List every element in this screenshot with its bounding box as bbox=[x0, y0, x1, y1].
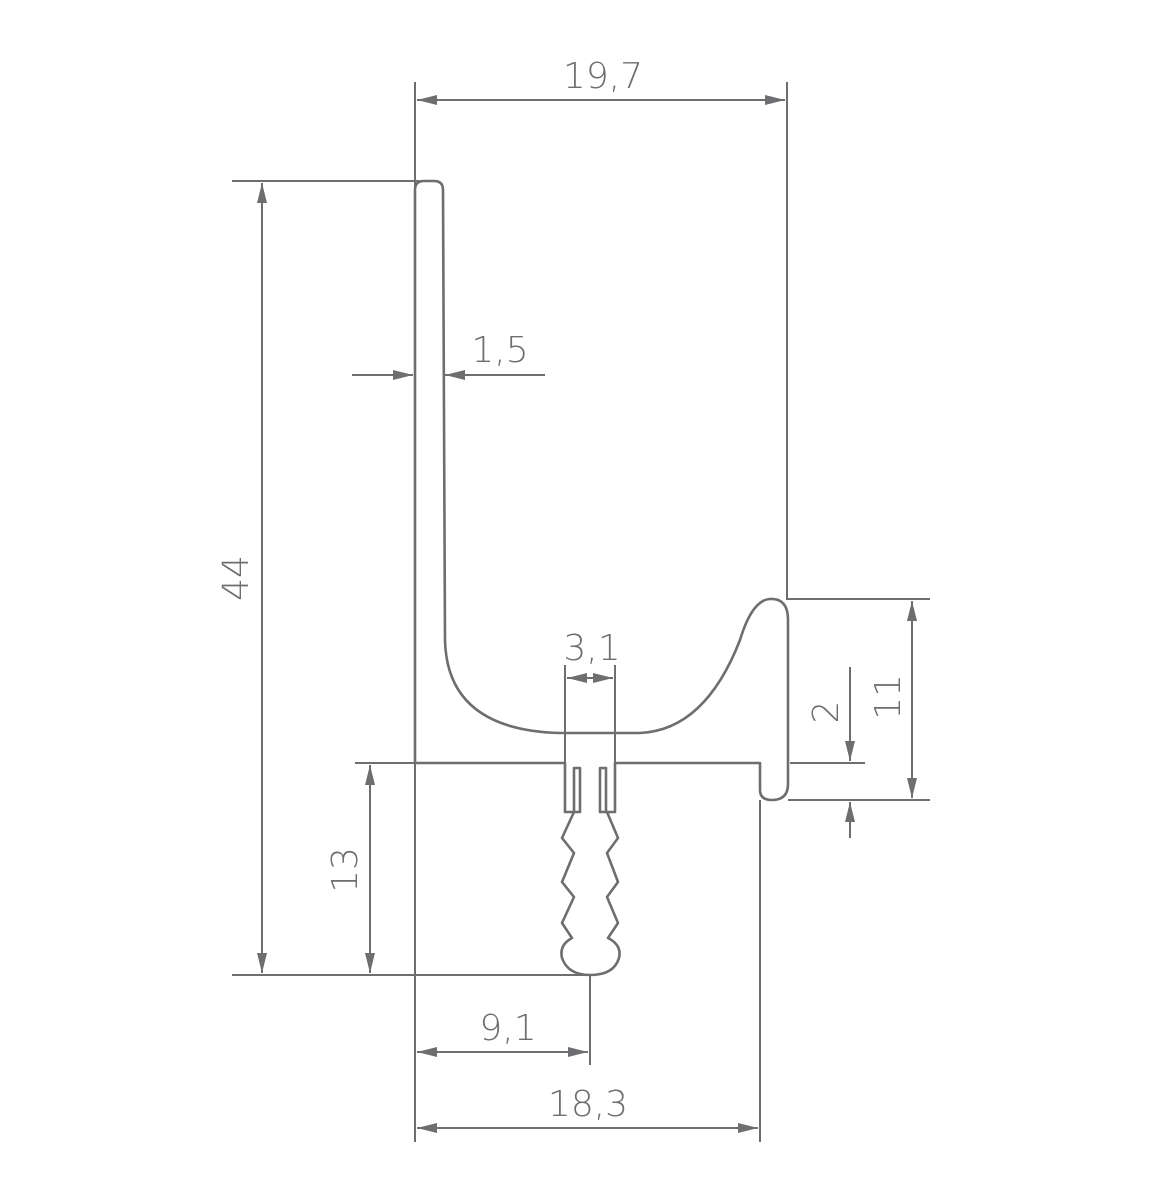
dim-total-width: 19,7 bbox=[563, 56, 643, 97]
dim-base-width: 18,3 bbox=[548, 1084, 628, 1125]
profile-outline bbox=[413, 179, 790, 977]
dim-lip-height: 11 bbox=[868, 674, 909, 720]
dim-tab-height: 13 bbox=[325, 847, 366, 893]
dim-lip-gap: 2 bbox=[806, 701, 847, 724]
dim-total-height: 44 bbox=[216, 555, 257, 601]
dim-tab-width: 3,1 bbox=[563, 628, 620, 669]
dim-wall-thickness: 1,5 bbox=[471, 330, 528, 371]
dim-tab-offset: 9,1 bbox=[479, 1008, 536, 1049]
